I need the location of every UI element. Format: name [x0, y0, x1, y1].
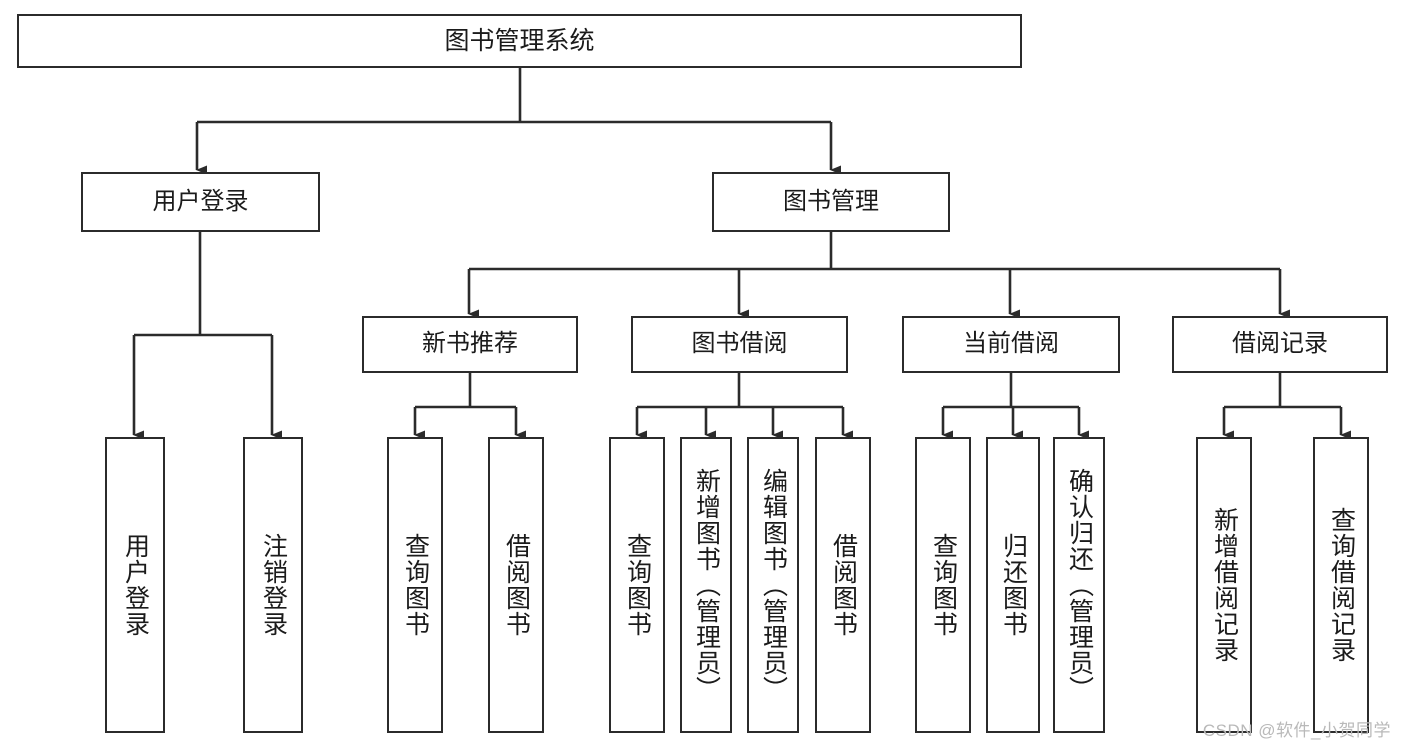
node-leaf-user-login[interactable]: 用户登录 — [105, 437, 165, 733]
node-user-login-label: 用户登录 — [152, 187, 249, 215]
node-leaf-return-book[interactable]: 归还图书 — [986, 437, 1040, 733]
node-leaf-borrow-book-1[interactable]: 借阅图书 — [488, 437, 544, 733]
node-leaf-query-record-label: 查询借阅记录 — [1327, 507, 1356, 663]
node-borrow-record-label: 借阅记录 — [1232, 330, 1328, 358]
node-leaf-add-record-label: 新增借阅记录 — [1210, 507, 1239, 663]
node-book-manage[interactable]: 图书管理 — [712, 172, 950, 232]
node-new-book-recommend-label: 新书推荐 — [422, 330, 518, 358]
node-leaf-query-book-3-label: 查询图书 — [929, 533, 958, 637]
node-leaf-borrow-book-2[interactable]: 借阅图书 — [815, 437, 871, 733]
node-user-login[interactable]: 用户登录 — [81, 172, 320, 232]
node-book-manage-label: 图书管理 — [783, 187, 879, 215]
node-leaf-query-book-3[interactable]: 查询图书 — [915, 437, 971, 733]
node-leaf-user-login-label: 用户登录 — [121, 533, 150, 637]
node-root-label: 图书管理系统 — [444, 27, 595, 55]
node-leaf-query-book-2-label: 查询图书 — [623, 533, 652, 637]
node-leaf-query-book-2[interactable]: 查询图书 — [609, 437, 665, 733]
node-leaf-query-record[interactable]: 查询借阅记录 — [1313, 437, 1369, 733]
node-leaf-edit-book-label: 编辑图书（管理员） — [759, 468, 788, 702]
node-leaf-add-book-label: 新增图书（管理员） — [692, 468, 721, 702]
node-borrow-record[interactable]: 借阅记录 — [1172, 316, 1388, 373]
node-leaf-add-book[interactable]: 新增图书（管理员） — [680, 437, 732, 733]
node-book-borrow-label: 图书借阅 — [691, 330, 788, 358]
node-leaf-return-book-label: 归还图书 — [999, 533, 1028, 637]
node-current-borrow-label: 当前借阅 — [963, 330, 1059, 358]
node-leaf-add-record[interactable]: 新增借阅记录 — [1196, 437, 1252, 733]
node-leaf-query-book-1[interactable]: 查询图书 — [387, 437, 443, 733]
node-leaf-logout[interactable]: 注销登录 — [243, 437, 303, 733]
node-book-borrow[interactable]: 图书借阅 — [631, 316, 848, 373]
node-current-borrow[interactable]: 当前借阅 — [902, 316, 1120, 373]
node-leaf-logout-label: 注销登录 — [259, 533, 288, 637]
node-leaf-confirm-return-label: 确认归还（管理员） — [1065, 468, 1094, 702]
node-new-book-recommend[interactable]: 新书推荐 — [362, 316, 578, 373]
node-leaf-borrow-book-1-label: 借阅图书 — [502, 533, 531, 637]
node-root-system[interactable]: 图书管理系统 — [17, 14, 1022, 68]
node-leaf-query-book-1-label: 查询图书 — [401, 533, 430, 637]
node-leaf-edit-book[interactable]: 编辑图书（管理员） — [747, 437, 799, 733]
node-leaf-borrow-book-2-label: 借阅图书 — [829, 533, 858, 637]
node-leaf-confirm-return[interactable]: 确认归还（管理员） — [1053, 437, 1105, 733]
